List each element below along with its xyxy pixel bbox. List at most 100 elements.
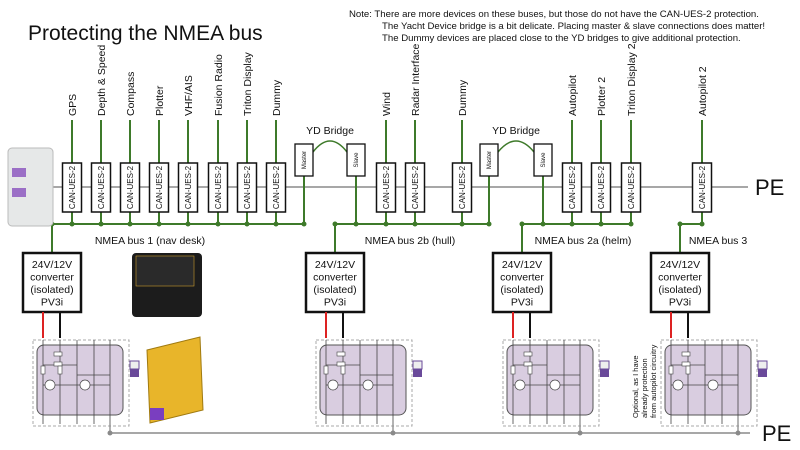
bridge-slave-port bbox=[533, 143, 553, 177]
converter-label: (isolated) bbox=[500, 284, 543, 296]
bus-junction bbox=[353, 221, 359, 227]
photo-label bbox=[135, 255, 195, 287]
converter-label: PV3i bbox=[669, 297, 691, 309]
optional-note-line: Optional, as I have bbox=[631, 355, 640, 418]
surge-protection-module bbox=[502, 339, 610, 436]
bridge-master-label: Master bbox=[487, 151, 493, 169]
converter-label: (isolated) bbox=[658, 284, 701, 296]
module-resistor bbox=[323, 365, 329, 375]
page-title: Protecting the NMEA bus bbox=[28, 22, 263, 45]
protector-label: CAN-UES-2 bbox=[68, 165, 77, 209]
protector-label: CAN-UES-2 bbox=[458, 165, 467, 209]
converter-label: converter bbox=[500, 272, 544, 284]
module-resistor bbox=[57, 365, 63, 375]
device-label: Fusion Radio bbox=[213, 54, 225, 116]
bridge-link bbox=[497, 140, 535, 153]
bus-junction bbox=[383, 221, 389, 227]
can-ues-2-protector bbox=[590, 162, 612, 213]
module-connector bbox=[413, 369, 422, 377]
module-diode bbox=[53, 351, 63, 357]
device-label: GPS bbox=[67, 94, 79, 116]
module-gas-discharge-tube bbox=[549, 379, 561, 391]
pe-junction bbox=[390, 430, 396, 436]
module-diode bbox=[681, 361, 691, 367]
bridge-slave-port bbox=[346, 143, 366, 177]
module-outline bbox=[660, 339, 758, 427]
device-label: Radar Interface bbox=[410, 43, 422, 116]
bus-junction bbox=[215, 221, 221, 227]
can-ues-2-protector bbox=[177, 162, 199, 213]
device-gps: GPS CAN-UES-2 bbox=[61, 94, 83, 227]
surge-protection-module bbox=[660, 339, 768, 436]
protector-label: CAN-UES-2 bbox=[411, 165, 420, 209]
module-gas-discharge-tube bbox=[327, 379, 339, 391]
device-label: Autopilot 2 bbox=[697, 66, 709, 116]
note-text: Note: There are more devices on these bu… bbox=[349, 9, 765, 45]
converter-label: converter bbox=[658, 272, 702, 284]
protector-label: CAN-UES-2 bbox=[272, 165, 281, 209]
nmea-bus-label: NMEA bus 1 (nav desk) bbox=[95, 235, 205, 247]
module-connector bbox=[130, 369, 139, 377]
can-ues-2-protector bbox=[561, 162, 583, 213]
module-connector bbox=[129, 360, 140, 370]
device-label: Triton Display 2 bbox=[626, 43, 638, 116]
bus-junction bbox=[273, 221, 279, 227]
converter-label: PV3i bbox=[41, 297, 63, 309]
protector-label: CAN-UES-2 bbox=[97, 165, 106, 209]
can-ues-2-protector bbox=[691, 162, 713, 213]
can-ues-2-protector bbox=[148, 162, 170, 213]
surge-protection-module bbox=[315, 339, 423, 436]
module-diode bbox=[336, 361, 346, 367]
surge-module-photo bbox=[146, 336, 204, 424]
can-ues-2-protector bbox=[207, 162, 229, 213]
converter-box bbox=[304, 251, 366, 314]
can-ues-2-protector bbox=[90, 162, 112, 213]
photo-indicator bbox=[12, 188, 26, 197]
device-label: Wind bbox=[381, 92, 393, 116]
converter-label: 24V/12V bbox=[315, 259, 355, 271]
module-outline bbox=[315, 339, 413, 427]
bus-junction bbox=[628, 221, 634, 227]
nmea-bus-label: NMEA bus 3 bbox=[689, 235, 748, 247]
bus-junction bbox=[699, 221, 705, 227]
module-connector bbox=[412, 360, 423, 370]
protector-label: CAN-UES-2 bbox=[184, 165, 193, 209]
bridge-slave-label: Slave bbox=[541, 152, 547, 168]
bus-junction bbox=[127, 221, 133, 227]
bridge-slave-label: Slave bbox=[354, 152, 360, 168]
module-resistor bbox=[668, 365, 674, 375]
nmea-bus-label: NMEA bus 2a (helm) bbox=[535, 235, 632, 247]
module-connector bbox=[757, 360, 768, 370]
converter-box bbox=[649, 251, 711, 314]
module-connector bbox=[758, 369, 767, 377]
module-outline bbox=[32, 339, 130, 427]
bus-junction bbox=[569, 221, 575, 227]
bus-junction bbox=[459, 221, 465, 227]
can-ues-2-protector bbox=[119, 162, 141, 213]
module-gas-discharge-tube bbox=[514, 379, 526, 391]
bridge-master-port bbox=[479, 143, 499, 177]
module-gas-discharge-tube bbox=[362, 379, 374, 391]
note-line: Note: There are more devices on these bu… bbox=[349, 9, 759, 20]
module-resistor bbox=[340, 365, 346, 375]
converter-label: PV3i bbox=[511, 297, 533, 309]
can-ues-2-protector bbox=[620, 162, 642, 213]
bus-junction bbox=[98, 221, 104, 227]
yd-bridge-label: YD Bridge bbox=[492, 125, 540, 137]
can-ues-2-protector bbox=[404, 162, 426, 213]
